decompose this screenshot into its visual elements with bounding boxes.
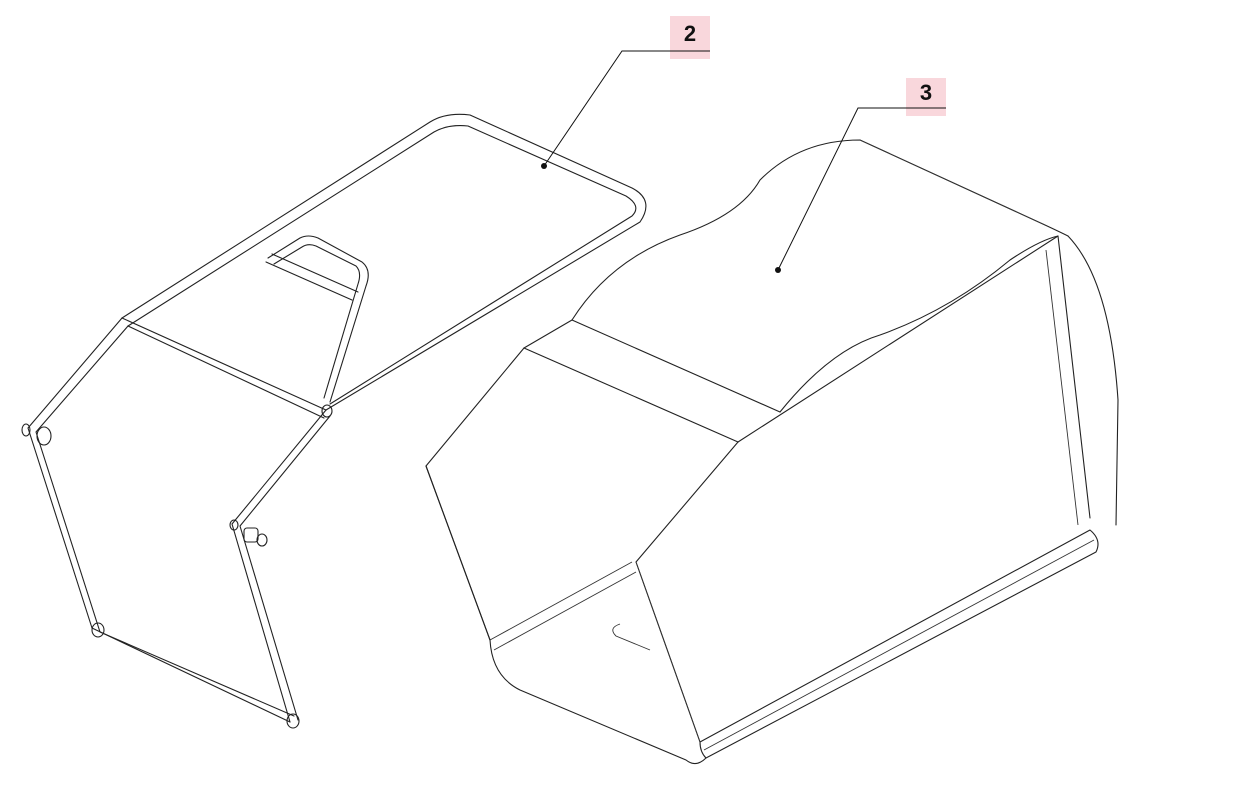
callout-2-leader xyxy=(543,50,710,167)
callout-2-box xyxy=(670,16,710,59)
callout-3-anchor-dot xyxy=(775,267,781,273)
grass-bag xyxy=(425,139,1119,765)
callout-2: 2 xyxy=(541,16,710,169)
callout-2-number: 2 xyxy=(684,21,696,46)
callout-3-box xyxy=(906,78,946,116)
callout-3: 3 xyxy=(775,78,946,273)
callout-3-number: 3 xyxy=(920,80,932,105)
grass-catcher-frame xyxy=(21,113,647,729)
callout-3-leader xyxy=(777,107,946,271)
callout-2-anchor-dot xyxy=(541,163,547,169)
